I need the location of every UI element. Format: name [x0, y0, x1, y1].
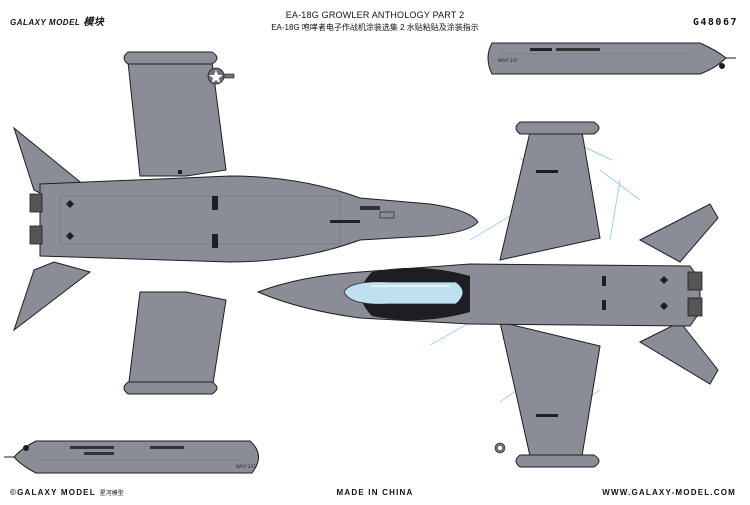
bottom-pod-tag: NAVY 247 [236, 464, 256, 469]
bottom-pod-drawing: NAVY 247 [4, 440, 259, 474]
right-aircraft-bottom-view [256, 121, 719, 468]
copyright-cn: 星河模型 [99, 491, 124, 497]
top-pod-drawing: NAVY 247 [487, 42, 736, 75]
sheet-title: EA-18G GROWLER ANTHOLOGY PART 2 [285, 10, 465, 20]
brand-name: GALAXY MODEL [10, 18, 81, 27]
left-aircraft-top-view [13, 51, 479, 395]
product-code: G48067 [692, 17, 738, 28]
footer-made-in: MADE IN CHINA [336, 488, 414, 497]
top-pod-tag: NAVY 247 [498, 58, 518, 63]
copyright-text: ©GALAXY MODEL [10, 488, 96, 497]
footer-website: WWW.GALAXY-MODEL.COM [602, 488, 736, 497]
brand-mark: 模块 [83, 17, 105, 28]
sheet-subtitle: EA-18G 咆哮者电子作战机涂装选集 2 水贴粘贴及涂装指示 [271, 23, 479, 32]
